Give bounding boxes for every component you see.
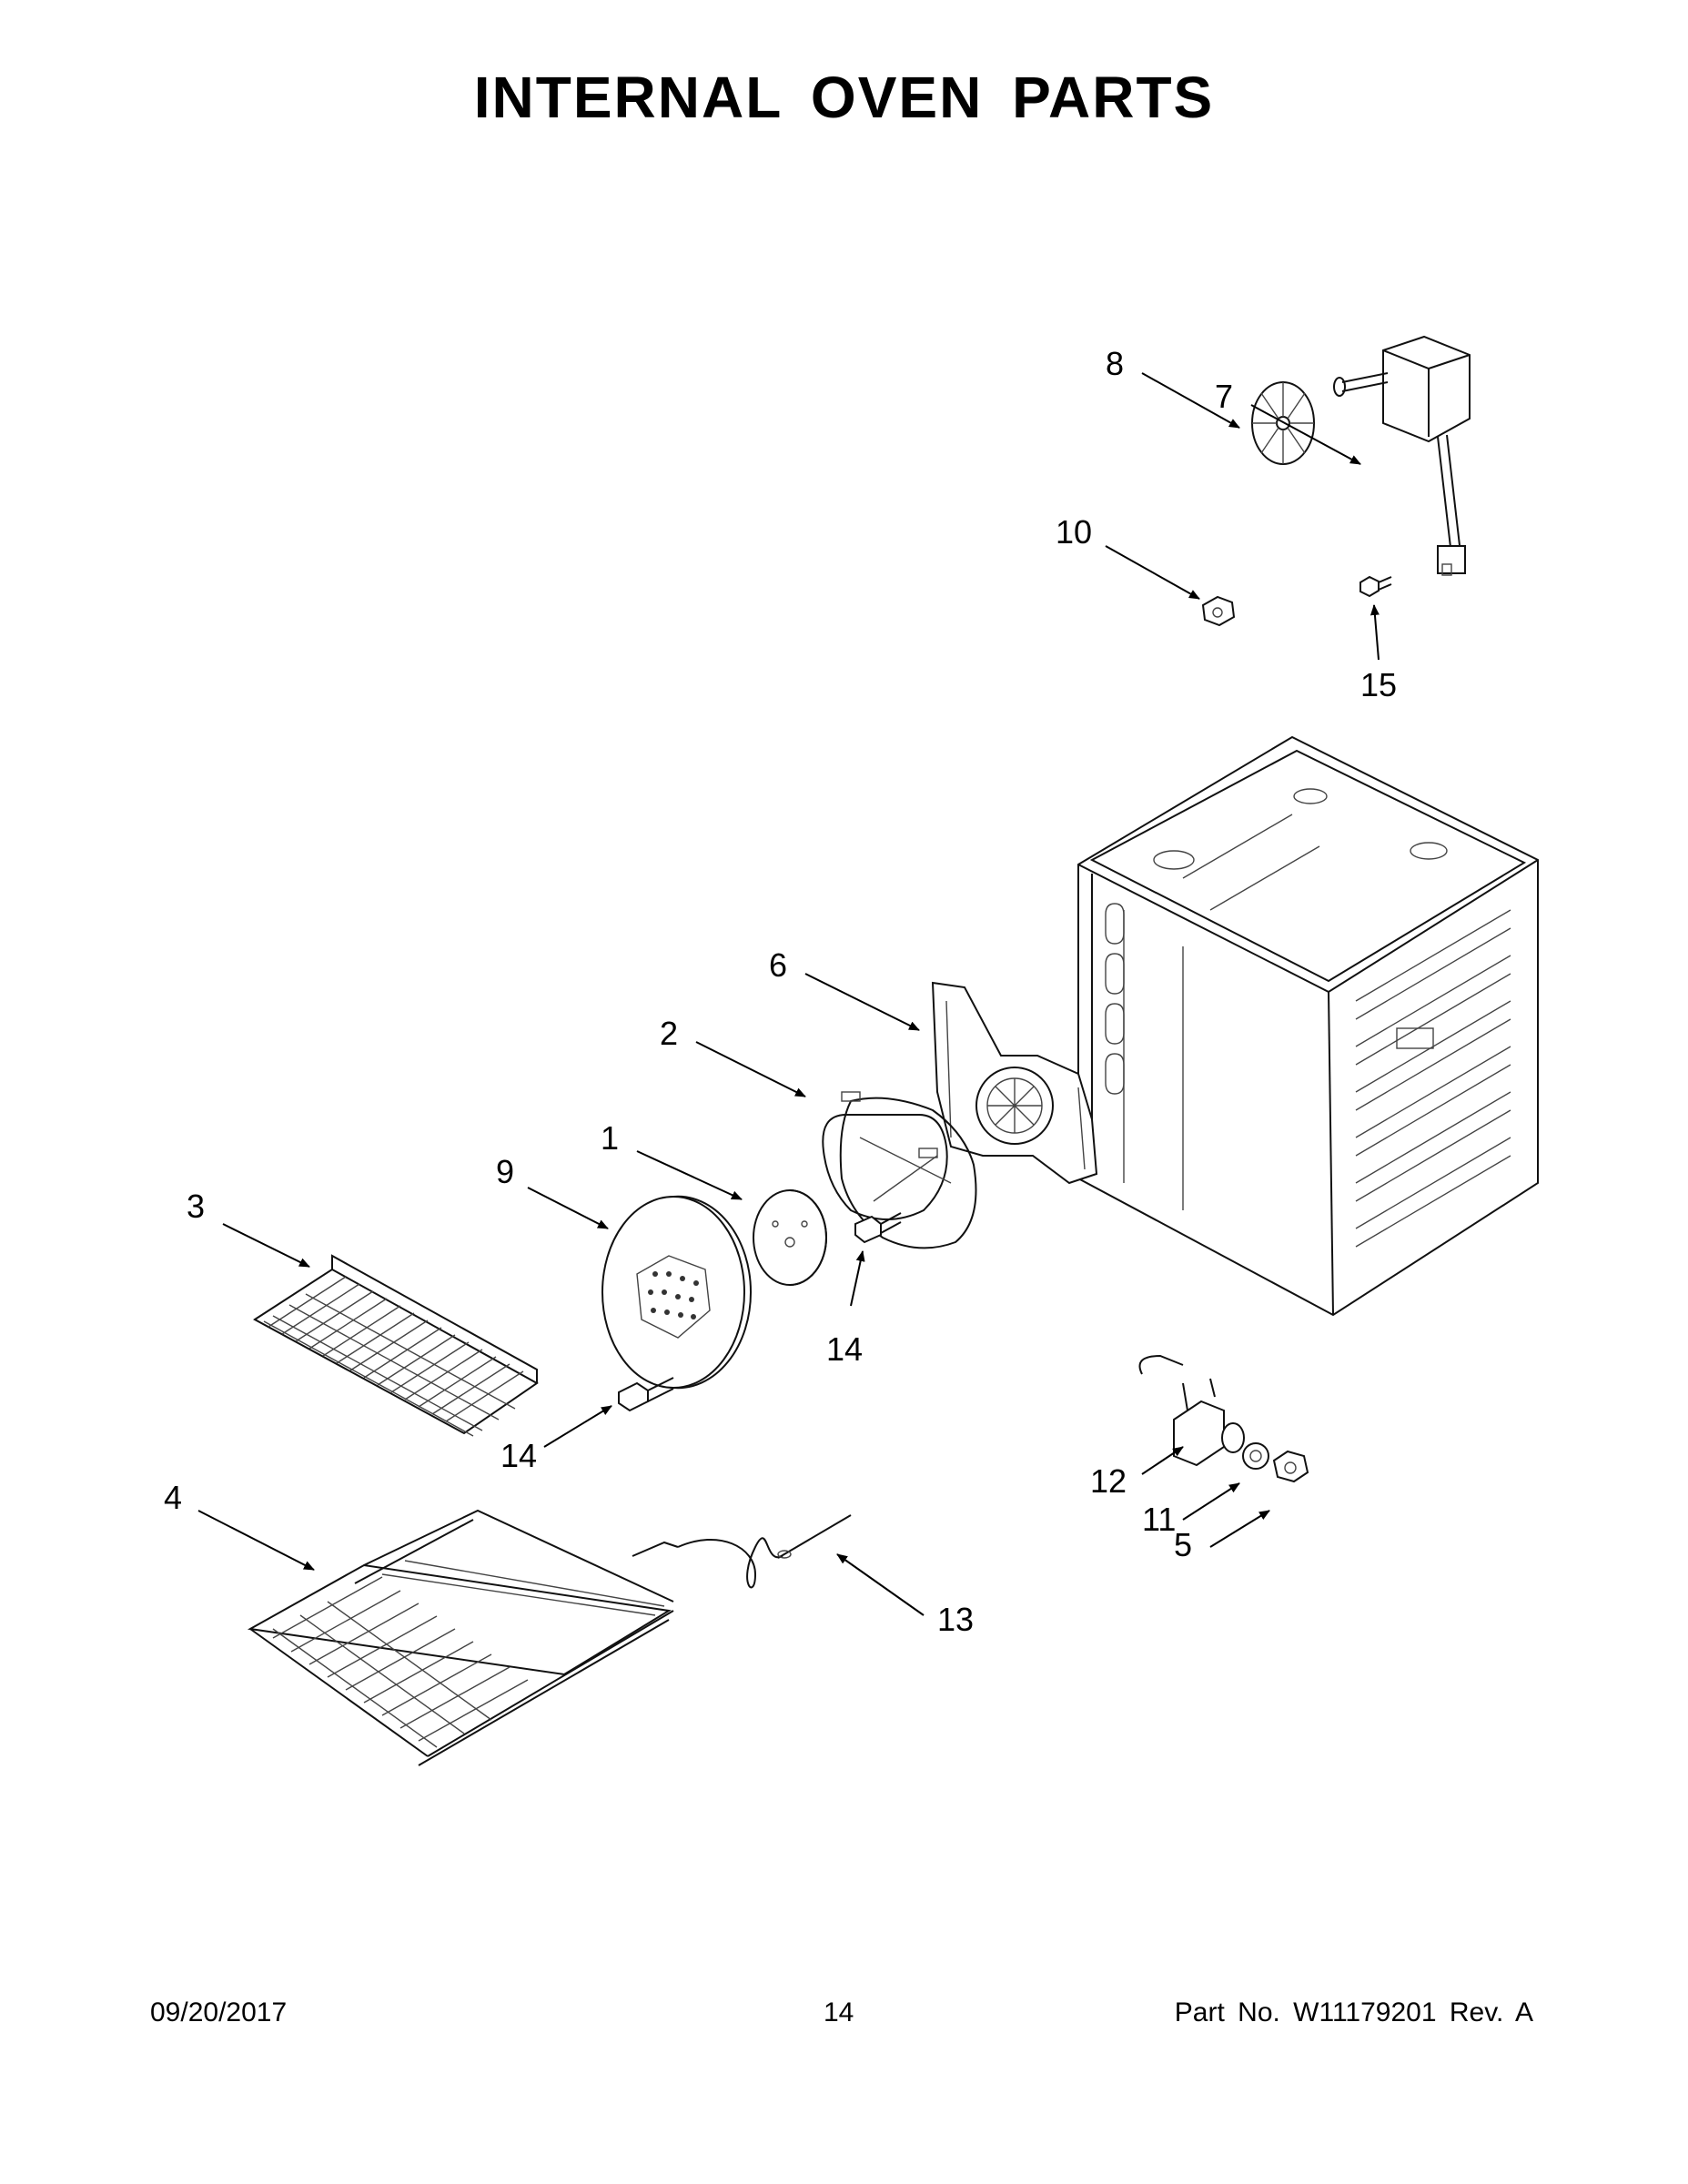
- callout-4: 4: [164, 1479, 182, 1516]
- callout-6: 6: [769, 946, 787, 984]
- leader-4: [197, 1510, 315, 1571]
- leader-2: [695, 1041, 806, 1097]
- part-13-meat-probe: [632, 1514, 852, 1589]
- part-5-nut: [1272, 1450, 1309, 1483]
- footer-date: 09/20/2017: [150, 1997, 288, 2027]
- callout-5: 5: [1174, 1526, 1192, 1563]
- leader-15: [1370, 604, 1380, 661]
- leader-5: [1209, 1510, 1270, 1548]
- part-15-screw: [1359, 575, 1392, 598]
- leader-14a: [543, 1405, 612, 1448]
- leader-1: [636, 1150, 743, 1200]
- leader-7: [1250, 404, 1361, 465]
- part-9-rear-cover: [601, 1195, 753, 1390]
- part-12-lamp-socket: [1138, 1354, 1245, 1467]
- callout-9: 9: [496, 1153, 514, 1190]
- callout-14-left: 14: [500, 1437, 537, 1474]
- leader-10: [1105, 545, 1200, 600]
- callout-15: 15: [1360, 666, 1397, 703]
- leader-3: [222, 1223, 310, 1268]
- leader-12: [1141, 1446, 1184, 1475]
- leader-11: [1182, 1482, 1240, 1521]
- callout-11: 11: [1142, 1501, 1176, 1538]
- part-1-baffle-disk: [753, 1189, 828, 1286]
- part-11-lock-washer: [1242, 1442, 1269, 1470]
- leader-8: [1141, 372, 1240, 429]
- leader-14b: [850, 1250, 865, 1307]
- footer-part-number: Part No. W11179201 Rev. A: [1174, 1997, 1533, 2027]
- part-14-screw-left: [618, 1377, 674, 1412]
- part-8-fan-blade: [1251, 381, 1315, 465]
- callout-1: 1: [601, 1119, 619, 1157]
- oven-cavity: [1077, 735, 1539, 1317]
- leader-lines: [197, 372, 1380, 1616]
- callout-7: 7: [1215, 378, 1233, 415]
- leader-9: [527, 1187, 609, 1229]
- callout-3: 3: [187, 1188, 205, 1225]
- leader-6: [804, 973, 920, 1031]
- callout-10: 10: [1056, 513, 1092, 551]
- callout-2: 2: [660, 1015, 678, 1052]
- leader-13: [836, 1553, 925, 1616]
- part-6-fan-bracket: [931, 981, 1098, 1185]
- part-4-rollout-rack: [247, 1509, 674, 1766]
- part-7-convection-motor: [1333, 335, 1471, 576]
- part-14-screw-right: [854, 1212, 902, 1244]
- part-3-oven-rack: [253, 1254, 539, 1437]
- callout-14-right: 14: [826, 1330, 863, 1368]
- footer-page-number: 14: [824, 1997, 854, 2027]
- callout-13: 13: [937, 1601, 974, 1638]
- callout-8: 8: [1106, 345, 1124, 382]
- part-10-nut: [1201, 595, 1236, 627]
- page-title: INTERNAL OVEN PARTS: [473, 65, 1215, 130]
- callout-labels: 7 8 10 15 6 2 1 9 3 14 14 4 13 12 11 5: [164, 345, 1397, 1638]
- callout-12: 12: [1090, 1462, 1127, 1500]
